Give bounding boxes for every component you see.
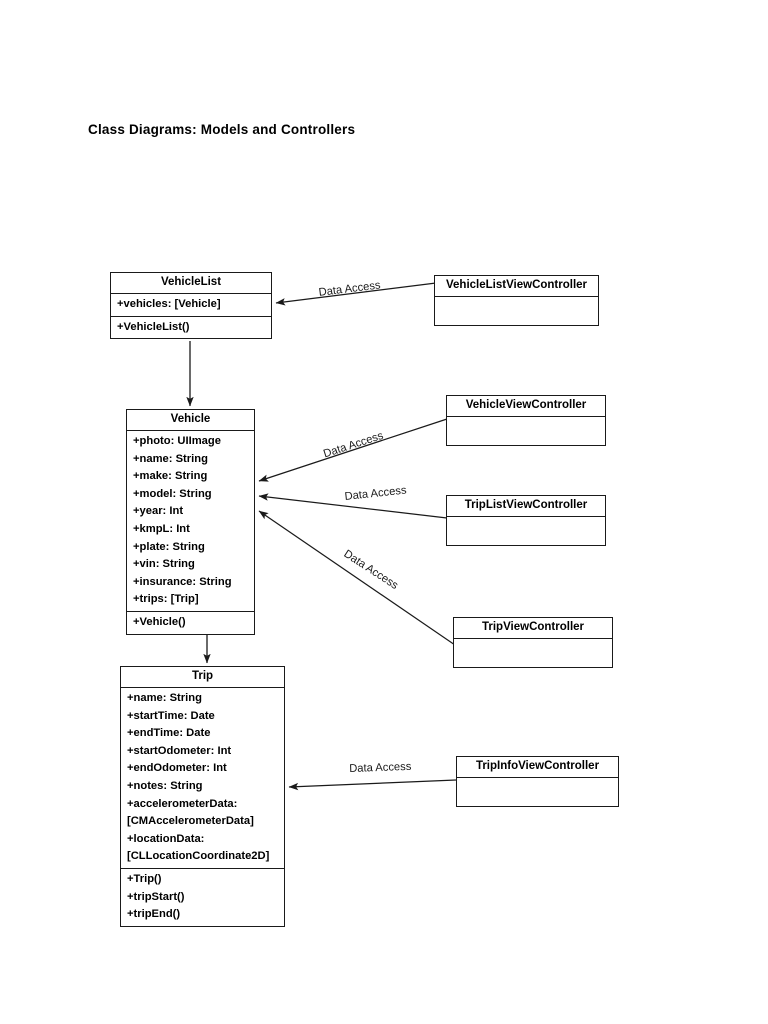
class-attribute: +name: String	[133, 452, 208, 465]
class-attribute: +plate: String	[133, 540, 205, 553]
class-attribute: +startTime: Date	[127, 709, 215, 722]
edge-tripvc-to-vehicle	[258, 510, 456, 646]
class-attributes-trip: +name: String +startTime: Date +endTime:…	[121, 688, 284, 869]
class-attribute: +photo: UIImage	[133, 435, 221, 447]
class-name-vehicle: Vehicle	[127, 410, 254, 431]
class-body-triplistviewcontroller	[447, 517, 605, 545]
page-title: Class Diagrams: Models and Controllers	[88, 122, 356, 137]
class-attribute: +model: String	[133, 487, 212, 500]
class-box-vehicle[interactable]: Vehicle +photo: UIImage +name: String +m…	[126, 409, 255, 635]
class-body-vehicleviewcontroller	[447, 417, 605, 445]
class-box-vehicleviewcontroller[interactable]: VehicleViewController	[446, 395, 606, 446]
class-attribute: +endTime: Date	[127, 727, 211, 740]
class-name-tripinfoviewcontroller: TripInfoViewController	[457, 757, 618, 778]
class-name-vehiclelistviewcontroller: VehicleListViewController	[435, 276, 598, 297]
class-body-tripinfoviewcontroller	[457, 778, 618, 806]
class-attribute: [CLLocationCoordinate2D]	[127, 850, 270, 863]
class-attribute: +endOdometer: Int	[127, 762, 227, 775]
class-attribute: +notes: String	[127, 779, 203, 792]
class-attribute: +vin: String	[133, 558, 195, 571]
class-methods-vehiclelist: +VehicleList()	[111, 317, 271, 339]
class-attribute: +accelerometerData:	[127, 797, 238, 810]
class-box-tripinfoviewcontroller[interactable]: TripInfoViewController	[456, 756, 619, 807]
class-method: +Vehicle()	[133, 615, 186, 628]
edge-vehiclevc-to-vehicle	[258, 418, 448, 482]
class-attribute: +kmpL: Int	[133, 522, 190, 535]
class-box-vehiclelistviewcontroller[interactable]: VehicleListViewController	[434, 275, 599, 326]
class-name-triplistviewcontroller: TripListViewController	[447, 496, 605, 517]
class-attribute: +insurance: String	[133, 575, 232, 588]
class-method: +Trip()	[127, 872, 162, 885]
class-method: +VehicleList()	[117, 320, 190, 333]
class-box-triplistviewcontroller[interactable]: TripListViewController	[446, 495, 606, 546]
edge-tripinfovc-to-trip	[288, 779, 457, 791]
class-methods-trip: +Trip() +tripStart() +tripEnd()	[121, 869, 284, 926]
class-attributes-vehicle: +photo: UIImage +name: String +make: Str…	[127, 431, 254, 612]
class-attribute: +trips: [Trip]	[133, 593, 199, 606]
class-box-tripviewcontroller[interactable]: TripViewController	[453, 617, 613, 668]
edge-vehiclelistvc-to-vehiclelist	[275, 282, 437, 306]
class-box-vehiclelist[interactable]: VehicleList +vehicles: [Vehicle] +Vehicl…	[110, 272, 272, 340]
class-methods-vehicle: +Vehicle()	[127, 612, 254, 634]
class-attribute: +make: String	[133, 470, 208, 483]
class-name-tripviewcontroller: TripViewController	[454, 618, 612, 639]
class-box-trip[interactable]: Trip +name: String +startTime: Date +end…	[120, 666, 285, 927]
class-attributes-vehiclelist: +vehicles: [Vehicle]	[111, 294, 271, 317]
class-attribute: +vehicles: [Vehicle]	[117, 298, 221, 310]
class-body-tripviewcontroller	[454, 639, 612, 667]
class-attribute: +name: String	[127, 692, 202, 704]
class-method: +tripStart()	[127, 890, 185, 903]
class-name-vehiclelist: VehicleList	[111, 273, 271, 294]
class-attribute: [CMAccelerometerData]	[127, 815, 254, 828]
class-name-vehicleviewcontroller: VehicleViewController	[447, 396, 605, 417]
class-attribute: +locationData:	[127, 832, 205, 845]
class-method: +tripEnd()	[127, 908, 181, 921]
class-body-vehiclelistviewcontroller	[435, 297, 598, 325]
class-attribute: +year: Int	[133, 505, 184, 518]
edge-triplistvc-to-vehicle	[258, 493, 448, 519]
class-attribute: +startOdometer: Int	[127, 744, 232, 757]
class-name-trip: Trip	[121, 667, 284, 688]
edge-label-data-access-tripinfo: Data Access	[349, 760, 412, 775]
